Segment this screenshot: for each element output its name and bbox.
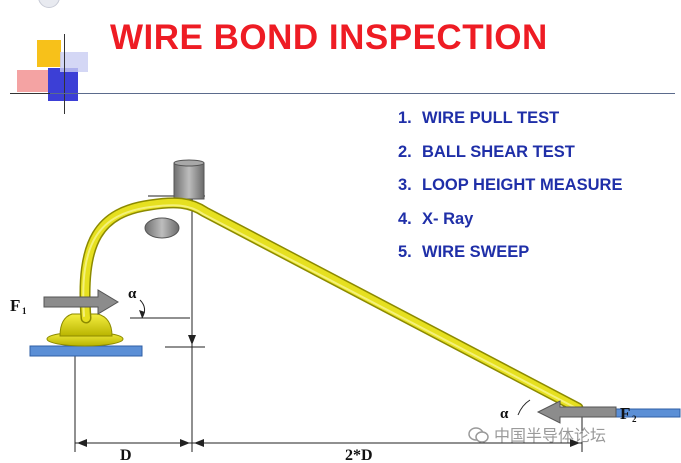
dimension-lines	[74, 195, 583, 452]
force-arrow-right	[536, 400, 617, 424]
capillary-tool-icon	[144, 159, 205, 239]
list-item: 2.BALL SHEAR TEST	[398, 142, 575, 161]
angle-label-left: α	[128, 286, 137, 302]
wechat-icon	[468, 426, 490, 448]
ball-bond-icon	[46, 313, 124, 347]
force-arrow-left	[43, 289, 119, 315]
angle-arc-left	[139, 299, 146, 319]
force-label-left: F	[10, 296, 20, 315]
list-item: 5.WIRE SWEEP	[398, 243, 530, 262]
dimension-label-d: D	[120, 447, 132, 463]
inspection-test-list: 1.WIRE PULL TEST 2.BALL SHEAR TEST 3.LOO…	[398, 105, 622, 273]
left-bond-pad	[29, 345, 143, 357]
watermark-text: 中国半导体论坛	[494, 426, 607, 445]
list-item: 3.LOOP HEIGHT MEASURE	[398, 176, 623, 195]
angle-arc-right	[517, 399, 531, 416]
page-title: WIRE BOND INSPECTION	[110, 18, 548, 57]
list-item: 4.X- Ray	[398, 209, 474, 228]
list-item: 1.WIRE PULL TEST	[398, 109, 560, 127]
force-label-left-sub: 1	[22, 306, 27, 316]
force-label-right: F	[620, 404, 630, 423]
watermark: 中国半导体论坛	[468, 422, 606, 448]
angle-label-right: α	[500, 406, 509, 422]
dimension-label-2d: 2*D	[345, 447, 373, 463]
force-label-right-sub: 2	[632, 414, 637, 424]
title-divider	[50, 93, 675, 94]
